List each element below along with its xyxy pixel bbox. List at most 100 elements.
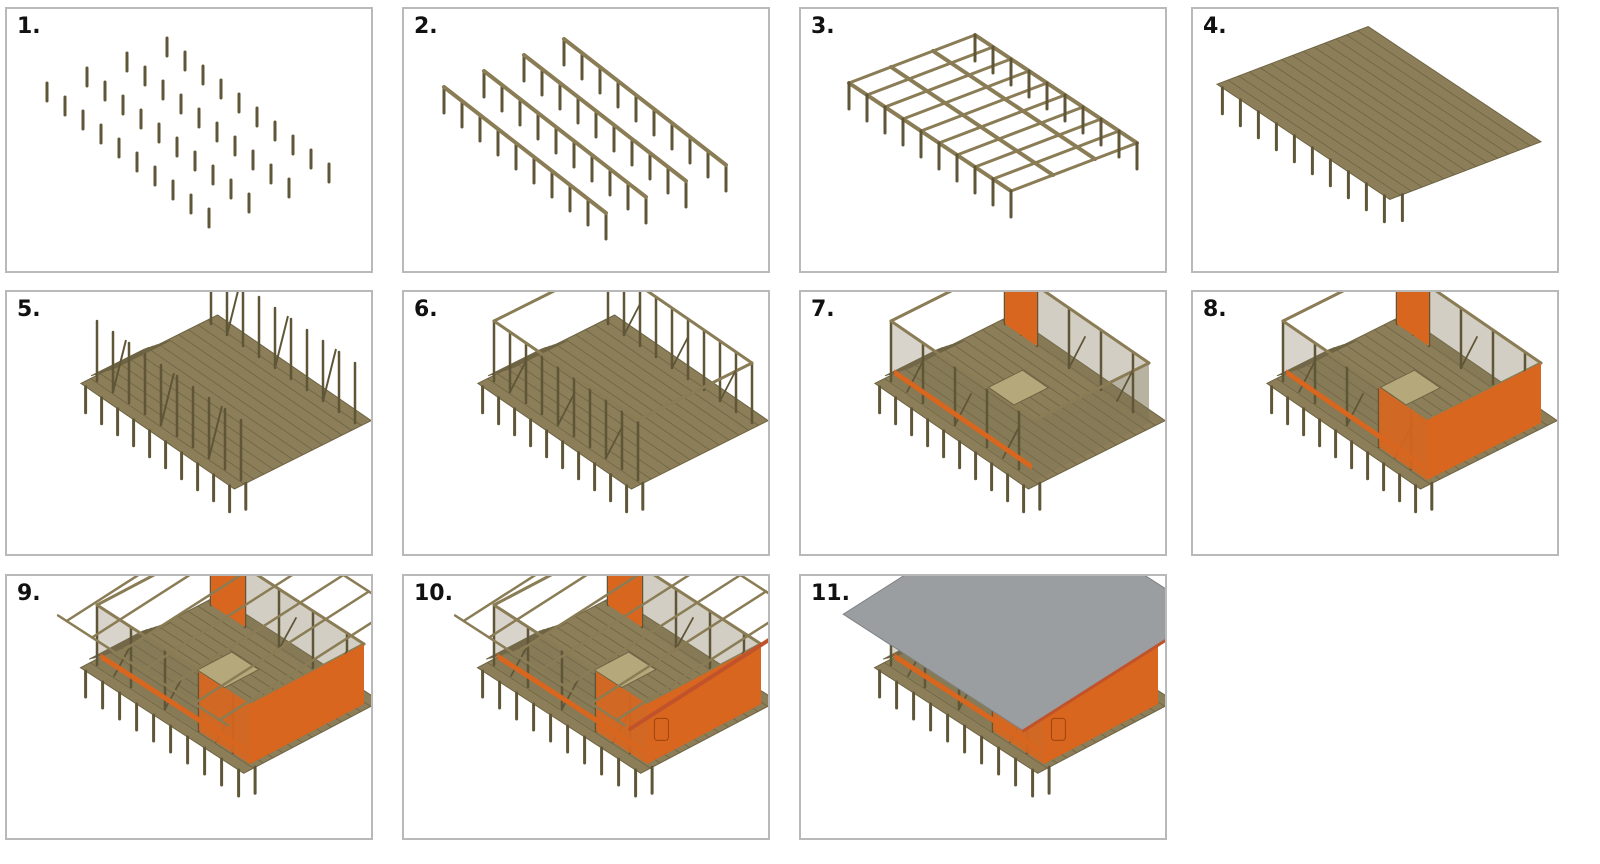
- wall-panel: [1397, 292, 1429, 346]
- brace: [623, 303, 641, 336]
- step-illustration: [442, 37, 728, 241]
- step-panel-11: 11.: [799, 574, 1167, 840]
- floor-board: [90, 378, 245, 485]
- step-label: 9.: [17, 581, 41, 606]
- interior-panel: [196, 651, 260, 689]
- step-panel-1: 1.: [5, 7, 373, 273]
- top-plate: [889, 319, 1037, 422]
- floor-board: [1249, 71, 1423, 188]
- roof-gutter: [628, 638, 768, 731]
- brace: [605, 426, 623, 459]
- step-panel-5: 5.: [5, 290, 373, 556]
- brace: [671, 336, 689, 369]
- rafter: [462, 576, 537, 623]
- wall-panel: [1427, 363, 1541, 480]
- step-illustration: [79, 292, 371, 514]
- step-panel-6: 6.: [402, 290, 770, 556]
- step-label: 8.: [1203, 297, 1227, 322]
- interior-panel: [987, 369, 1050, 406]
- top-plate: [1043, 292, 1151, 365]
- brace: [557, 393, 575, 426]
- beam: [562, 37, 728, 167]
- step-illustration: [1265, 292, 1557, 514]
- brace: [208, 405, 223, 459]
- top-plate: [1281, 292, 1345, 323]
- stair-tread: [503, 624, 559, 655]
- floor-board: [1276, 378, 1431, 485]
- floor-board: [991, 324, 1147, 431]
- top-plate: [1033, 361, 1151, 422]
- floor-board: [139, 353, 294, 461]
- floor-board: [1313, 46, 1488, 163]
- rafter: [65, 576, 140, 623]
- wall-panel: [1379, 387, 1427, 480]
- top-plate: [492, 292, 556, 323]
- wall-strip: [497, 653, 644, 754]
- floor-board: [903, 368, 1059, 475]
- floor-board: [972, 334, 1127, 441]
- step-panel-8: 8.: [1191, 290, 1559, 556]
- mesh-wall: [1035, 363, 1149, 480]
- floor-board: [545, 348, 701, 456]
- rafter: [116, 576, 242, 656]
- joist: [865, 45, 995, 97]
- brace: [274, 315, 289, 369]
- floor-board: [158, 343, 313, 451]
- purlin: [453, 614, 627, 727]
- rafter: [564, 576, 742, 689]
- floor-board: [109, 368, 265, 475]
- step-label: 6.: [414, 297, 438, 322]
- step-illustration: [56, 576, 371, 798]
- floor-board: [1270, 63, 1445, 180]
- brace: [278, 617, 297, 650]
- floor-board: [884, 378, 1039, 485]
- rafter: [538, 576, 690, 672]
- top-plate: [95, 576, 156, 607]
- stair-tread: [489, 629, 545, 659]
- floor-board: [536, 353, 691, 461]
- beam: [889, 65, 1055, 177]
- rafter: [167, 576, 345, 689]
- stair-tread: [111, 341, 167, 370]
- step-label: 1.: [17, 14, 41, 39]
- step-panel-2: 2.: [402, 7, 770, 273]
- floor-board: [584, 329, 740, 436]
- brace: [954, 393, 972, 426]
- floor-board: [526, 358, 681, 465]
- floor-board: [1335, 38, 1510, 155]
- top-plate: [492, 319, 640, 422]
- brace: [1460, 336, 1478, 369]
- beam: [973, 33, 1139, 145]
- step-illustration: [873, 292, 1165, 514]
- floor-board: [178, 334, 333, 441]
- wall-panel: [1044, 644, 1158, 764]
- beam: [522, 53, 688, 183]
- floor-board: [486, 662, 651, 769]
- joist: [973, 117, 1103, 169]
- brace: [906, 360, 924, 393]
- joist: [991, 129, 1121, 181]
- top-plate: [889, 292, 953, 323]
- floor-board: [487, 378, 642, 485]
- step-label: 2.: [414, 14, 438, 39]
- floor-board: [89, 662, 254, 769]
- brace: [1002, 426, 1020, 459]
- brace: [719, 369, 737, 402]
- roof-gutter: [1021, 638, 1165, 733]
- floor-board: [1324, 42, 1499, 159]
- floor-board: [883, 662, 1048, 769]
- floor-board: [1346, 34, 1520, 151]
- floor-board: [913, 363, 1068, 470]
- floor-board: [981, 329, 1137, 436]
- step-illustration: [1215, 26, 1543, 224]
- brace: [509, 360, 527, 393]
- step-label: 7.: [811, 297, 835, 322]
- wall-panel: [250, 644, 364, 764]
- stair-tread: [1297, 341, 1353, 370]
- rafter: [589, 590, 768, 705]
- floor-board: [923, 358, 1078, 465]
- purlin: [56, 614, 230, 727]
- top-plate: [646, 292, 754, 365]
- step-panel-3: 3.: [799, 7, 1167, 273]
- floor-board: [168, 339, 323, 446]
